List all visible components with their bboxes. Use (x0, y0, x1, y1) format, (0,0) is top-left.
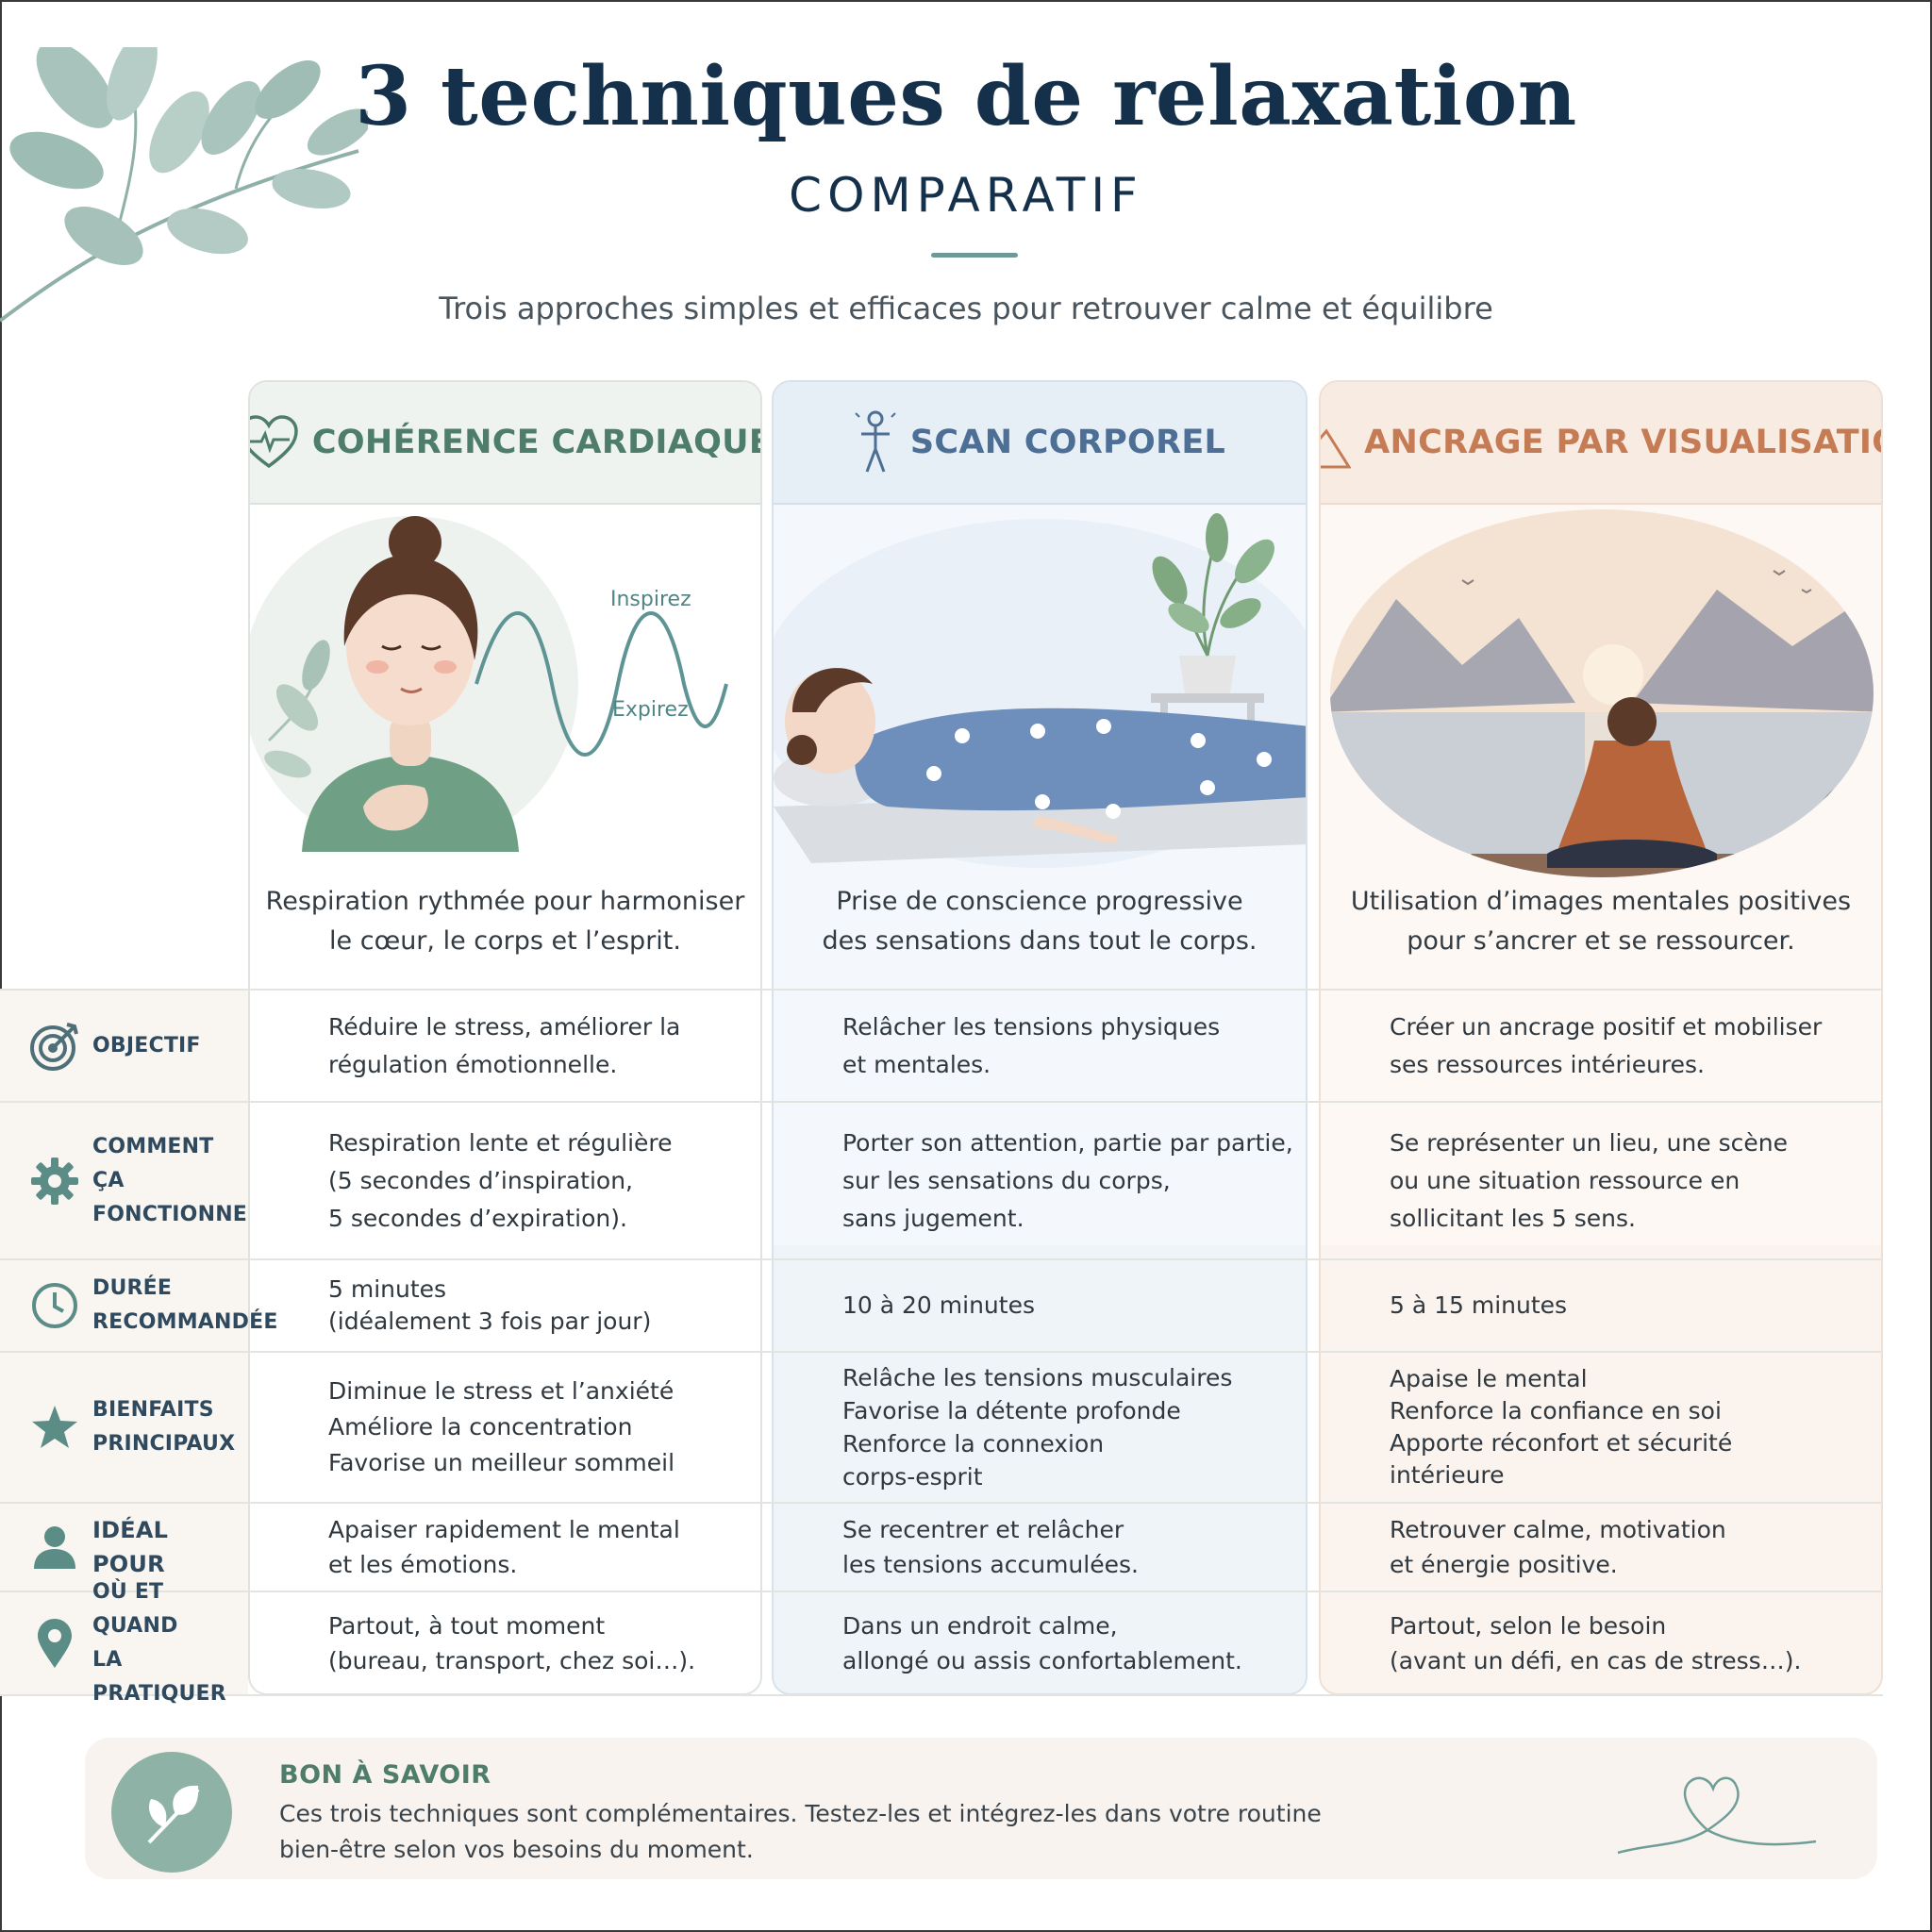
heart-pulse-icon (250, 415, 298, 469)
cell-comment-ancrage: Se représenter un lieu, une scène ou une… (1390, 1128, 1788, 1232)
cell-bienfaits-scan: Relâche les tensions musculaires Favoris… (842, 1364, 1233, 1491)
footer-text: Ces trois techniques sont complémentaire… (279, 1800, 1322, 1863)
good-to-know-box (85, 1738, 1877, 1879)
cell-ou-ancrage: Partout, selon le besoin (avant un défi,… (1390, 1612, 1802, 1674)
technique-description: Respiration rythmée pour harmoniser le c… (265, 887, 745, 956)
cell-comment-coherence: Respiration lente et régulière (5 second… (328, 1128, 673, 1232)
row-label-text: BIENFAITS PRINCIPAUX (92, 1398, 236, 1456)
row-divider (0, 1694, 1883, 1696)
cell-ideal-scan: Se recentrer et relâcher les tensions ac… (842, 1516, 1139, 1578)
cell-objectif-ancrage: Créer un ancrage positif et mobiliser se… (1390, 1012, 1823, 1078)
clock-icon (32, 1283, 77, 1328)
cell-ou-coherence: Partout, à tout moment (bureau, transpor… (328, 1612, 696, 1674)
column-header: COHÉRENCE CARDIAQUE (250, 382, 760, 505)
row-label-bienfaits: BIENFAITS PRINCIPAUX (0, 1353, 248, 1502)
heart-line-icon (1617, 1776, 1817, 1855)
row-divider (0, 1502, 1883, 1504)
column-ancrage-visualisation: ANCRAGE PAR VISUALISATION U (1319, 380, 1883, 1695)
row-label-objectif: OBJECTIF (0, 991, 248, 1101)
cell-duree-ancrage: 5 à 15 minutes (1390, 1291, 1568, 1319)
row-labels-background (0, 989, 248, 1695)
row-label-text: OBJECTIF (92, 1033, 201, 1058)
cell-objectif-coherence: Réduire le stress, améliorer la régulati… (328, 1012, 681, 1078)
star-icon (32, 1406, 77, 1448)
row-divider (0, 1591, 1883, 1592)
column-title: SCAN CORPOREL (909, 424, 1226, 461)
illustration-breathing-woman: Inspirez Expirez (250, 505, 760, 1245)
person-icon (34, 1526, 75, 1569)
page-subtitle: COMPARATIF (789, 168, 1143, 223)
row-label-ideal: IDÉAL POUR (0, 1504, 248, 1591)
column-header: SCAN CORPOREL (774, 382, 1306, 505)
row-label-text: DURÉE RECOMMANDÉE (92, 1276, 278, 1334)
page-tagline: Trois approches simples et efficaces pou… (439, 291, 1493, 326)
cell-comment-scan: Porter son attention, partie par partie,… (842, 1128, 1293, 1232)
body-scan-icon (855, 410, 896, 473)
row-label-text: COMMENT ÇA FONCTIONNE (92, 1134, 248, 1226)
illustration-body-scan (774, 505, 1306, 1245)
cell-duree-coherence: 5 minutes (idéalement 3 fois par jour) (328, 1275, 652, 1335)
row-label-comment: COMMENT ÇA FONCTIONNE (0, 1103, 248, 1258)
row-label-text: IDÉAL POUR (92, 1517, 169, 1577)
target-icon (30, 1022, 78, 1071)
row-label-duree: DURÉE RECOMMANDÉE (0, 1260, 277, 1351)
exhale-label: Expirez (612, 698, 689, 722)
row-divider (0, 1351, 1883, 1353)
technique-description: Prise de conscience progressive des sens… (822, 887, 1257, 956)
cell-ou-scan: Dans un endroit calme, allongé ou assis … (842, 1612, 1242, 1674)
footer-title: BON À SAVOIR (279, 1760, 491, 1790)
cell-objectif-scan: Relâcher les tensions physiques et menta… (842, 1012, 1221, 1078)
row-divider (0, 1258, 1883, 1260)
column-title: ANCRAGE PAR VISUALISATION (1364, 424, 1883, 461)
cell-bienfaits-ancrage: Apaise le mental Renforce la confiance e… (1390, 1365, 1733, 1489)
column-title: COHÉRENCE CARDIAQUE (311, 424, 762, 461)
mountain-icon (1321, 428, 1352, 469)
cell-ideal-ancrage: Retrouver calme, motivation et énergie p… (1390, 1516, 1726, 1578)
row-label-ou-quand: OÙ ET QUAND LA PRATIQUER (0, 1580, 248, 1706)
cell-ideal-coherence: Apaiser rapidement le mental et les émot… (328, 1516, 680, 1578)
leaf-icon (147, 1785, 200, 1844)
gear-icon (31, 1157, 78, 1205)
title-divider (931, 253, 1018, 258)
column-header: ANCRAGE PAR VISUALISATION (1321, 382, 1881, 505)
technique-description: Utilisation d’images mentales positives … (1350, 887, 1852, 956)
page-title: 3 techniques de relaxation (355, 49, 1577, 144)
row-divider (0, 1101, 1883, 1103)
cell-duree-scan: 10 à 20 minutes (842, 1291, 1035, 1319)
leaves-decoration-icon (0, 47, 368, 323)
footer-badge (111, 1752, 232, 1873)
row-divider (0, 989, 1883, 991)
illustration-lake-visualisation (1321, 505, 1881, 1245)
location-pin-icon (38, 1619, 72, 1668)
row-label-text: OÙ ET QUAND LA PRATIQUER (92, 1580, 226, 1706)
column-coherence-cardiaque: COHÉRENCE CARDIAQUE Inspirez Expirez Res… (248, 380, 762, 1695)
cell-bienfaits-coherence: Diminue le stress et l’anxiété Améliore … (328, 1377, 675, 1476)
column-scan-corporel: SCAN CORPOREL (772, 380, 1307, 1695)
inhale-label: Inspirez (610, 588, 691, 611)
